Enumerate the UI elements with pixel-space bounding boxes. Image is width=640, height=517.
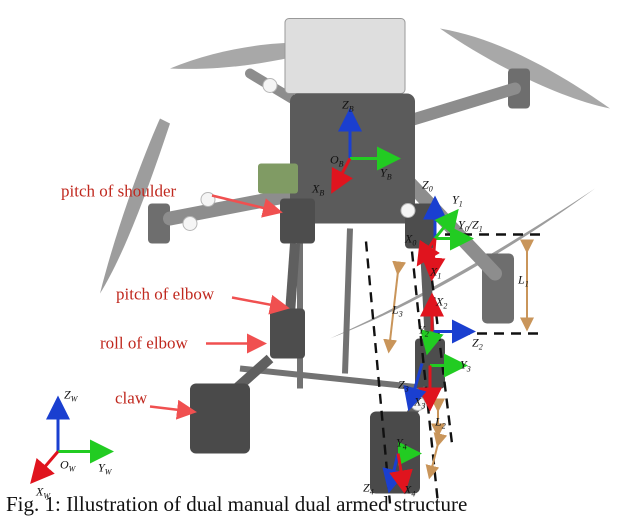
- shoulder-servo: [280, 198, 315, 244]
- axis-label-X1: X1: [429, 265, 441, 281]
- axis-label-YB: YB: [380, 166, 392, 182]
- axis-label-Z0: Z0: [422, 178, 433, 194]
- left-upper-link: [285, 243, 300, 314]
- frame-3-axes: [403, 353, 468, 412]
- link-label-L2: L2: [434, 415, 446, 431]
- axis-label-Z3: Z3: [398, 378, 409, 394]
- arm-left: [163, 186, 307, 226]
- axis-label-Y2: Y2: [418, 323, 429, 339]
- frame-B-axes: [331, 107, 401, 194]
- link-label-L3: L3: [391, 303, 403, 319]
- axis-label-Z2: Z2: [472, 336, 483, 352]
- motor-left: [148, 203, 170, 244]
- marker-ball: [200, 192, 216, 207]
- axis-label-OB: OB: [330, 153, 344, 169]
- axis-label-Z4: Z4: [363, 481, 374, 497]
- axis-label-Y1: Y1: [452, 193, 463, 209]
- battery-box: [284, 18, 406, 94]
- world-frame-axes: [30, 395, 114, 485]
- link-label-L1: L1: [517, 273, 529, 289]
- axis-label-X3: X3: [413, 395, 425, 411]
- axis-label-ZB: ZB: [342, 98, 354, 114]
- axis-label-ZW: ZW: [64, 388, 79, 404]
- axis-label-XB: XB: [311, 182, 324, 198]
- axis-label-Y4: Y4: [396, 436, 407, 452]
- claw-left: [190, 383, 250, 454]
- marker-ball: [262, 78, 278, 93]
- axis-label-Y3: Y3: [460, 358, 471, 374]
- drone-graphic: [100, 18, 610, 494]
- frame-2-axes: [420, 292, 476, 356]
- axis-label-XW: XW: [35, 485, 51, 501]
- frame-4-axes: [382, 441, 422, 495]
- figure-caption: Fig. 1: Illustration of dual manual dual…: [6, 492, 468, 516]
- link-length-arrows: [383, 239, 534, 480]
- arm-top-right: [394, 82, 521, 130]
- label-roll-of-elbow: roll of elbow: [100, 334, 189, 353]
- marker-ball: [400, 203, 416, 218]
- label-claw: claw: [115, 389, 148, 408]
- label-pitch-of-shoulder: pitch of shoulder: [61, 182, 177, 201]
- axis-label-YW: YW: [98, 461, 113, 477]
- axis-label-X0: X0: [404, 232, 416, 248]
- L3-arrow-upper: [383, 260, 407, 354]
- frame-0-axes: [416, 195, 474, 282]
- L3-arrow-lower: [425, 432, 448, 480]
- marker-ball: [182, 216, 198, 231]
- landing-gear: [239, 223, 431, 392]
- label-pitch-of-elbow: pitch of elbow: [116, 285, 215, 304]
- axis-label-Y0Z1: Y0/Z1: [458, 218, 483, 234]
- axis-label-OW: OW: [60, 458, 77, 474]
- flight-controller: [258, 163, 298, 194]
- label-arrows: [149, 194, 290, 420]
- axis-label-X2: X2: [435, 295, 447, 311]
- propeller-left: [100, 118, 170, 294]
- elbow-servo-left: [270, 308, 305, 359]
- axis-label-X4: X4: [403, 483, 415, 499]
